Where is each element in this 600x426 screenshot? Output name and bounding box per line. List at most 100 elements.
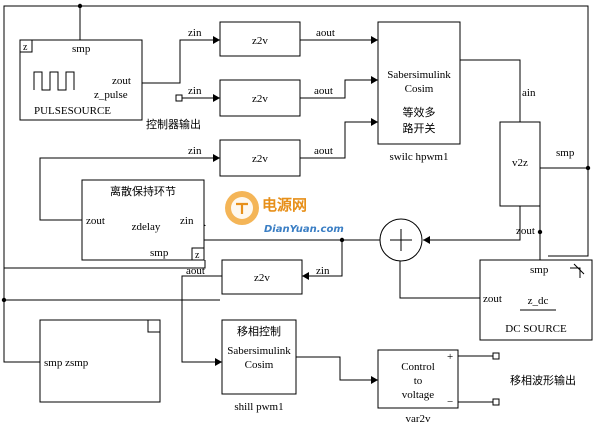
z2v-1-frame [219,21,301,57]
zoh-smp-label: smp [150,247,169,259]
z2v-4-frame [221,259,303,295]
var2v-minus-label: − [447,396,453,408]
pulse-source-corner-label: z [23,42,28,53]
saber-bottom-frame [221,319,297,395]
var2v-line3: voltage [402,389,434,401]
z2v-1-out-label: aout [316,27,335,39]
z2v-1-in-label: zin [188,27,202,39]
wire-sum-z2v4 [302,239,380,277]
saber-cosim-top-block[interactable]: Sabersimulink Cosim 等效多 路开关 swilc hpwm1 [377,21,461,163]
wire-saber-var2v [296,356,378,381]
z2v-3-in-label: zin [188,145,202,157]
var2v-line1: Control [401,361,435,373]
junction-dot [77,3,83,9]
var2v-frame [377,349,459,409]
zoh-frame [81,179,205,261]
dc-source-zout-label: zout [483,293,502,305]
zoh-zin-label: zin [180,215,194,227]
wires [3,5,589,403]
v2z-smp-label: smp [556,147,575,159]
top-smp-wire [79,5,589,168]
watermark-url: DianYuan.com [264,224,344,235]
saber-bottom-line2: Cosim [245,359,274,371]
watermark-brand: 电源网 [262,196,307,214]
plus-icon [390,229,412,251]
zoh-corner [191,247,205,261]
var2v-plus-label: + [447,351,453,363]
zoh-title: 离散保持环节 [110,184,176,198]
z2v-block-3[interactable]: z2v zin aout [188,139,333,177]
z2v-4-in-label: zin [316,265,330,277]
z2v-2-out-label: aout [314,85,333,97]
z2v-2-label: z2v [252,93,268,105]
saber-top-frame [377,21,461,145]
v2z-out-label: zout [516,225,535,237]
zero-order-hold-block[interactable]: 离散保持环节 zout zdelay zin z smp [81,179,205,261]
wire-zoh-loop [39,157,220,221]
zsmp-frame [39,319,161,403]
dc-source-block[interactable]: smp zout z_dc DC SOURCE [479,259,593,341]
watermark: 电源网 DianYuan.com [225,191,344,235]
zoh-zout-label: zout [86,215,105,227]
z2v-4-out-label: aout [186,265,205,277]
junction-dot [585,165,591,171]
phase-output-label: 移相波形输出 [510,373,576,387]
saber-bottom-name: shill pwm1 [234,401,283,413]
z2v-1-label: z2v [252,35,268,47]
pulse-source-corner [19,39,33,53]
junction-dot [537,229,543,235]
controller-input-port[interactable] [175,94,183,102]
phase-output-port-plus[interactable] [492,352,500,360]
wire-z2v3-saber [300,121,378,159]
saber-top-name: swilc hpwm1 [390,151,449,163]
z2v-block-1[interactable]: z2v zin aout [188,21,335,57]
var2v-name: var2v [405,413,431,425]
controller-output-label: 控制器输出 [146,117,201,131]
saber-bottom-line1: Sabersimulink [227,345,291,357]
pulse-source-zout-label: zout [112,75,131,87]
saber-bottom-title: 移相控制 [237,324,281,338]
junction-dot [339,237,345,243]
pulse-source-block[interactable]: z smp zout z_pulse PULSESOURCE [19,39,143,121]
pulse-source-zpulse-label: z_pulse [94,89,128,101]
dc-source-title: DC SOURCE [505,323,567,335]
left-smp-wire [3,5,80,363]
phase-output-port-minus[interactable] [492,398,500,406]
zoh-name: zdelay [132,221,161,233]
v2z-frame [499,121,541,207]
z2v-block-2[interactable]: z2v zin aout [188,79,333,117]
zsmp-block[interactable]: smp zsmp [39,319,161,403]
wire-v2z-sum [423,206,521,241]
wire-z2v2-saber [300,79,378,99]
v2z-block[interactable]: v2z ain smp zout [499,87,575,237]
z2v-3-label: z2v [252,153,268,165]
var2v-block[interactable]: Control to voltage + − var2v [377,349,459,425]
wire-zoh-smp [4,260,206,269]
zsmp-corner [147,319,161,333]
wire-z2v4-saber [181,275,222,363]
pulse-source-frame [19,39,143,121]
wire-dc-sum [399,259,480,299]
z2v-2-frame [219,79,301,117]
saber-top-line1: Sabersimulink [387,69,451,81]
var2v-line2: to [414,375,423,387]
junction-dot [1,297,7,303]
z2v-3-out-label: aout [314,145,333,157]
pulse-source-name: PULSESOURCE [34,105,111,117]
pulse-source-smp-label: smp [72,43,91,55]
saber-cosim-bottom-block[interactable]: 移相控制 Sabersimulink Cosim shill pwm1 [221,319,297,413]
z2v-2-in-label: zin [188,85,202,97]
dc-source-name: z_dc [528,295,549,307]
wire-pulse-z2v1 [142,39,220,84]
z2v-block-4[interactable]: z2v zin aout [186,259,330,295]
saber-top-line2: Cosim [405,83,434,95]
wire-saber-v2z [460,59,521,122]
dc-source-smp-label: smp [530,264,549,276]
square-wave-icon [33,71,75,91]
zoh-corner-label: z [195,250,200,261]
z2v-4-label: z2v [254,272,270,284]
v2z-in-label: ain [522,87,536,99]
wire-smp-dc [548,168,589,257]
summing-junction[interactable] [379,218,423,262]
